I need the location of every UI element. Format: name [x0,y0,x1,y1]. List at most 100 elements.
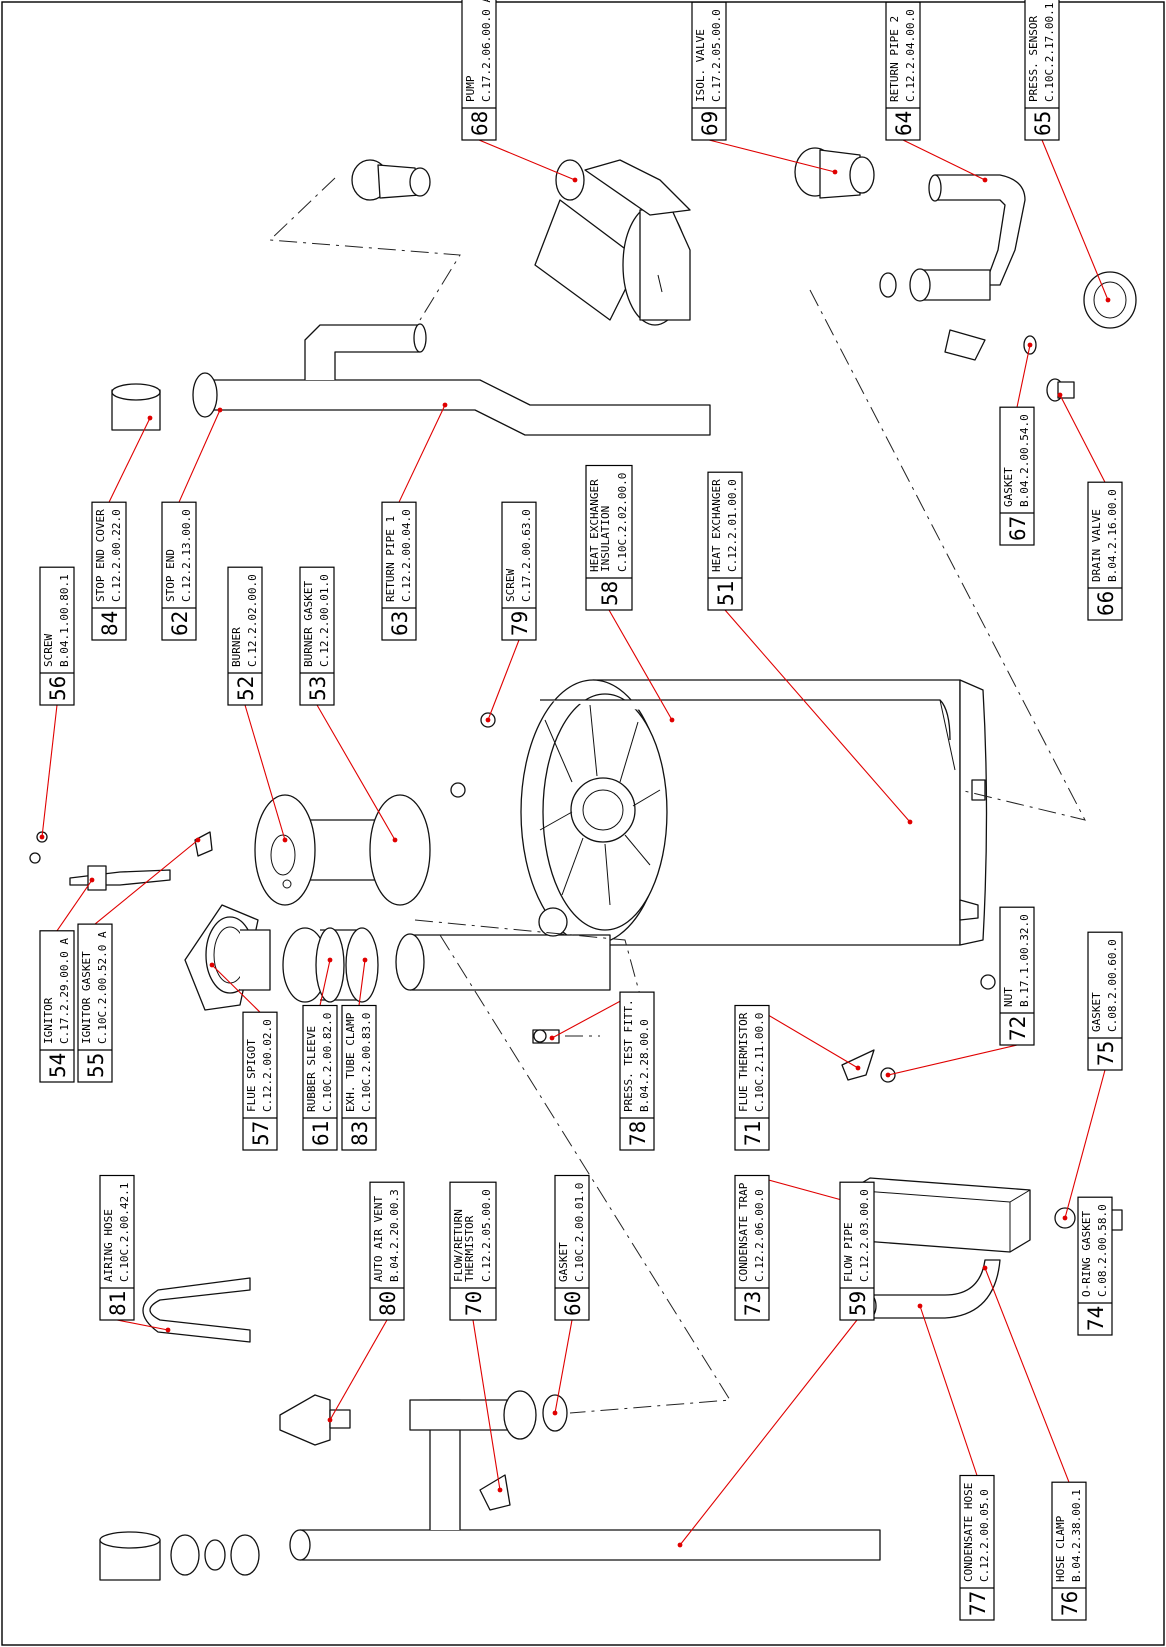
part-drawings [29,147,1137,1581]
drain-valve [1046,378,1075,402]
label-part-code: C.17.2.29.00.0 A [58,938,71,1044]
label-part-code: C.12.2.06.00.0 [753,1189,766,1282]
leader-line-56 [41,704,58,838]
label-number: 75 [1094,1041,1118,1066]
label-box [501,501,537,641]
label-part-name: HOSE CLAMP [1054,1515,1067,1582]
label-part-name: SCREW [504,569,517,602]
alignment-lines [268,177,1086,1414]
label-part-code: C.10C.2.00.42.1 [118,1183,131,1282]
screw-shape [450,782,466,798]
flow-pipe [289,1390,881,1561]
label-box [619,991,655,1151]
ignitor [29,831,171,891]
label-box [1087,931,1123,1071]
leader-dot-58 [669,717,675,723]
leader-dot-68 [572,177,578,183]
leader-line-84 [108,417,151,503]
label-part-name: THERMISTOR [463,1215,476,1282]
label-part-code: C.12.2.00.04.0 [400,509,413,602]
leader-line-59 [679,1319,858,1546]
label-box [161,501,197,641]
leader-line-51 [724,609,911,823]
label-number: 56 [46,676,70,701]
label-part-name: STOP END [164,549,177,602]
label-number: 63 [388,611,412,636]
leader-dot-78 [549,1035,555,1041]
label-part-code: C.17.2.00.63.0 [520,509,533,602]
label-part-name: EXH. TUBE CLAMP [344,1012,357,1112]
leader-line-79 [487,639,520,721]
label-number: 71 [741,1121,765,1146]
return-pipe-1-assembly [111,323,711,436]
label-number: 78 [626,1121,650,1146]
label-part-code: C.10C.2.00.83.0 [360,1013,373,1112]
screw-bottom-shape [980,974,996,990]
label-part-code: C.10C.2.00.01.0 [573,1183,586,1282]
label-box [554,1174,590,1321]
label-part-name: GASKET [1002,467,1015,507]
label-part-code: B.04.2.20.00.3 [388,1189,401,1282]
leader-dot-70 [497,1487,503,1493]
label-box [302,1004,338,1151]
label-part-name: RETURN PIPE 1 [384,516,397,602]
flue-tube [395,907,611,991]
label-box [999,406,1035,546]
label-part-code: C.12.2.05.00.0 [480,1189,493,1282]
leader-line-71 [751,1005,859,1069]
label-part-name: PRESS. SENSOR [1027,16,1040,102]
leader-dot-72 [885,1072,891,1078]
label-part-code: C.12.2.13.00.0 [180,509,193,602]
label-part-name: HEAT EXCHANGER [710,479,723,572]
label-part-code: C.12.2.01.00.0 [726,479,739,572]
label-part-code: B.04.2.16.00.0 [1106,489,1119,582]
leader-line-66 [1059,394,1106,483]
leader-line-54 [56,879,93,932]
leader-dot-54 [89,877,95,883]
leader-line-64 [902,139,986,181]
label-number: 51 [714,581,738,606]
leader-lines [39,139,1111,1548]
label-box [1087,481,1123,621]
leader-line-62 [178,409,221,503]
leader-line-67 [1016,344,1031,408]
label-part-name: STOP END COVER [94,509,107,602]
label-box [77,923,113,1083]
label-box [1077,1196,1113,1336]
label-part-name: RETURN PIPE 2 [888,16,901,102]
label-box [999,906,1035,1046]
leader-line-72 [887,1044,1018,1076]
label-number: 66 [1094,591,1118,616]
label-number: 84 [98,611,122,636]
label-number: 65 [1031,111,1055,136]
label-box [449,1181,497,1321]
label-number: 61 [309,1121,333,1146]
airing-hose-shape [142,1277,251,1343]
leader-dot-57 [209,962,215,968]
leader-dot-60 [552,1410,558,1416]
leader-dot-81 [165,1327,171,1333]
rubber-sleeve [282,927,379,1003]
leader-dot-83 [362,957,368,963]
label-part-name: IGNITOR [42,997,55,1044]
label-number: 57 [249,1121,273,1146]
leader-line-75 [1064,1069,1106,1219]
label-part-code: C.10C.2.00.82.0 [321,1013,334,1112]
label-box [461,0,497,141]
label-box [839,1181,875,1321]
leader-line-53 [316,704,396,841]
